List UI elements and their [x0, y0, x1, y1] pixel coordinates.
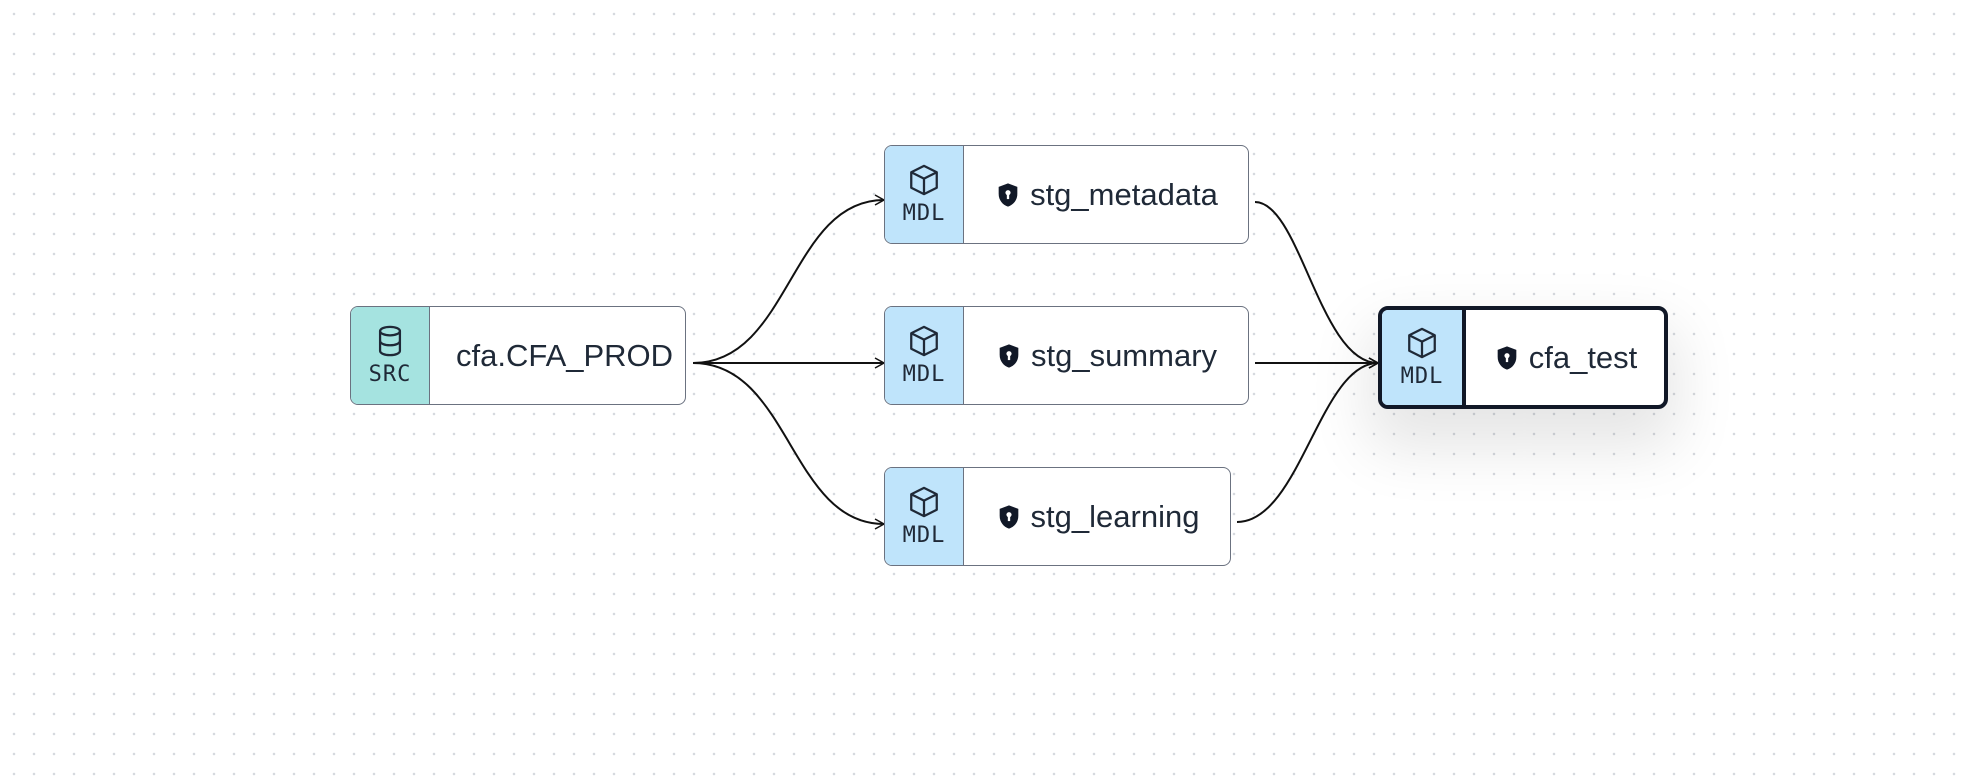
- edge-stg-metadata-to-cfa-test[interactable]: [1254, 201, 1380, 369]
- node-stg-summary[interactable]: MDL stg_summary: [884, 306, 1249, 405]
- node-cfa-test[interactable]: MDL cfa_test: [1378, 306, 1668, 409]
- badge-label: SRC: [368, 362, 412, 387]
- shield-lock-icon: [999, 504, 1018, 529]
- node-name: stg_learning: [1030, 498, 1200, 534]
- edge-stg-learning-to-cfa-test[interactable]: [1236, 357, 1380, 523]
- node-name: stg_metadata: [1030, 176, 1218, 212]
- badge-label: MDL: [902, 201, 946, 226]
- shield-lock-icon: [1497, 345, 1517, 370]
- badge-label: MDL: [1400, 364, 1444, 389]
- node-body: stg_metadata: [964, 146, 1248, 243]
- node-body: cfa_test: [1466, 310, 1664, 405]
- badge-label: MDL: [902, 523, 946, 548]
- shield-lock-icon: [998, 182, 1018, 207]
- cube-icon: [1408, 327, 1436, 359]
- database-icon: [378, 325, 402, 357]
- cube-icon: [910, 325, 938, 357]
- node-badge-mdl: MDL: [885, 307, 964, 404]
- badge-label: MDL: [902, 362, 946, 387]
- node-badge-mdl: MDL: [1382, 310, 1466, 405]
- node-name: stg_summary: [1030, 337, 1218, 373]
- node-badge-src: SRC: [351, 307, 430, 404]
- node-name: cfa.CFA_PROD: [456, 337, 674, 373]
- node-source-cfa-prod[interactable]: SRC cfa.CFA_PROD: [350, 306, 686, 405]
- node-body: stg_learning: [964, 468, 1230, 565]
- node-badge-mdl: MDL: [885, 468, 964, 565]
- node-badge-mdl: MDL: [885, 146, 964, 243]
- cube-icon: [910, 486, 938, 518]
- node-body: cfa.CFA_PROD: [430, 307, 685, 404]
- shield-lock-icon: [999, 343, 1019, 368]
- edge-source-to-stg-learning[interactable]: [692, 362, 886, 530]
- node-stg-metadata[interactable]: MDL stg_metadata: [884, 145, 1249, 244]
- edge-source-to-stg-metadata[interactable]: [692, 194, 886, 364]
- node-name: cfa_test: [1528, 339, 1638, 375]
- cube-icon: [910, 164, 938, 196]
- node-body: stg_summary: [964, 307, 1248, 404]
- node-stg-learning[interactable]: MDL stg_learning: [884, 467, 1231, 566]
